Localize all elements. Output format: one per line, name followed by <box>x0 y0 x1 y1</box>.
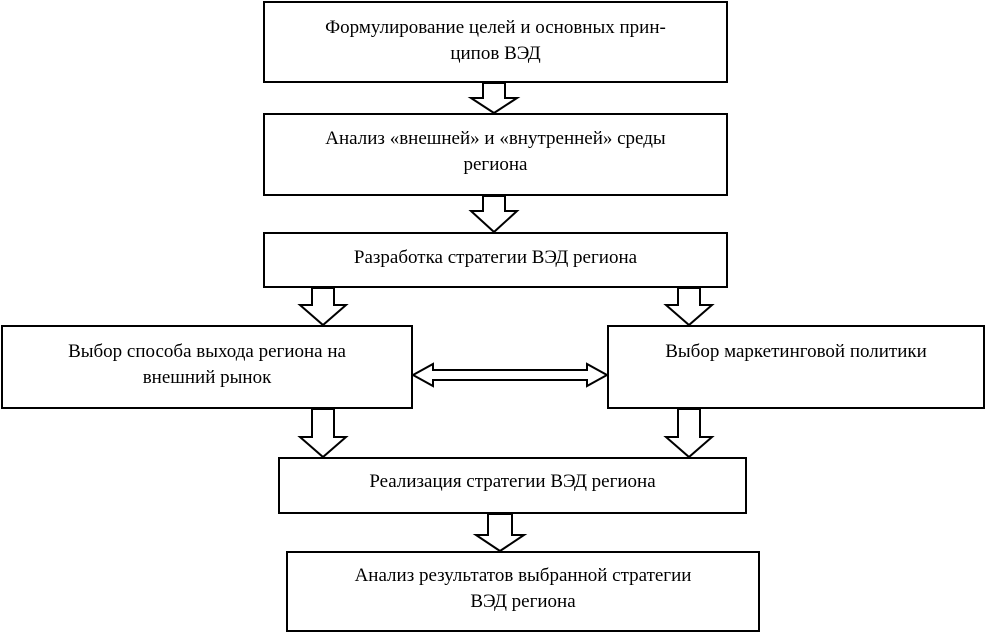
box-implementation: Реализация стратегии ВЭД региона <box>278 457 747 514</box>
box-market-entry-text: Выбор способа выхода региона на внешний … <box>68 341 346 388</box>
arrow-marketing-to-implementation <box>663 408 715 459</box>
arrow-strategy-to-market-entry <box>297 287 349 327</box>
box-marketing-text: Выбор маркетинговой политики <box>665 341 927 362</box>
box-strategy-text: Разработка стратегии ВЭД региона <box>353 247 638 268</box>
arrow-analysis-to-strategy <box>468 195 520 234</box>
box-goals: Формулирование целей и основных прин- ци… <box>263 1 728 83</box>
box-analysis-text: Анализ «внешней» и «внутренней» среды ре… <box>325 128 666 175</box>
arrow-strategy-to-marketing <box>663 287 715 327</box>
box-marketing: Выбор маркетинговой политики <box>607 325 985 409</box>
box-analysis: Анализ «внешней» и «внутренней» среды ре… <box>263 113 728 196</box>
arrow-implementation-to-results <box>472 513 528 553</box>
box-implementation-text: Реализация стратегии ВЭД региона <box>369 471 656 492</box>
arrow-bidirectional-market-entry-marketing <box>410 362 610 388</box>
arrow-market-entry-to-implementation <box>297 408 349 459</box>
box-goals-text: Формулирование целей и основных прин- ци… <box>325 17 666 64</box>
box-strategy: Разработка стратегии ВЭД региона <box>263 232 728 288</box>
box-results-text: Анализ результатов выбранной стратегии В… <box>354 565 692 612</box>
box-market-entry: Выбор способа выхода региона на внешний … <box>1 325 413 409</box>
arrow-goals-to-analysis <box>467 82 521 115</box>
box-results: Анализ результатов выбранной стратегии В… <box>286 551 760 632</box>
